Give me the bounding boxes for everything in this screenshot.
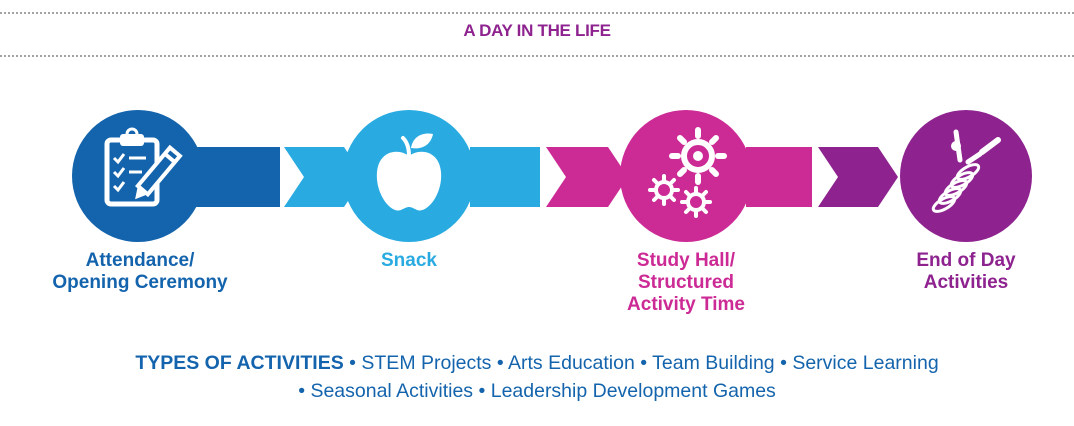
step-label-line: Attendance/ xyxy=(85,250,195,271)
top-dotted-rule xyxy=(0,12,1074,14)
activity-separator: • xyxy=(478,380,486,402)
step-circle-attendance xyxy=(72,110,204,242)
connector-3a xyxy=(746,147,812,207)
step-label-line: Activity Time xyxy=(627,294,745,315)
activity-separator: • xyxy=(298,380,306,402)
page-title: A DAY IN THE LIFE xyxy=(463,21,611,40)
activities-heading: TYPES OF ACTIVITIES xyxy=(135,352,344,374)
step-circle-snack xyxy=(343,110,475,242)
apple-icon xyxy=(376,133,442,211)
activity-item: Seasonal Activities xyxy=(310,380,474,402)
activities-line-2: • Seasonal Activities • Leadership Devel… xyxy=(0,377,1074,405)
step-label-line: Opening Ceremony xyxy=(52,272,228,293)
activity-item: Team Building xyxy=(652,352,775,374)
connector-2a xyxy=(470,147,540,207)
connector-3b xyxy=(818,147,898,207)
step-label-line: Structured xyxy=(637,272,735,293)
activity-separator: • xyxy=(349,352,356,374)
activity-item: Arts Education xyxy=(508,352,635,374)
activity-separator: • xyxy=(640,352,648,374)
activity-separator: • xyxy=(496,352,504,374)
spring-toy-icon xyxy=(931,129,1001,213)
activity-item: STEM Projects xyxy=(361,352,492,374)
step-label-end-of-day: End of Day Activities xyxy=(886,250,1046,294)
step-label-study-hall: Study Hall/ Structured Activity Time xyxy=(596,250,776,316)
step-label-line: Study Hall/ xyxy=(636,250,736,271)
step-circle-end-of-day xyxy=(900,110,1032,242)
activity-item: Leadership Development Games xyxy=(490,380,776,402)
step-label-line: Snack xyxy=(381,250,437,271)
step-label-line: End of Day xyxy=(916,250,1016,271)
step-label-attendance: Attendance/ Opening Ceremony xyxy=(34,250,246,294)
activity-item: Service Learning xyxy=(792,352,939,374)
connector-1a xyxy=(196,147,280,207)
gears-icon xyxy=(648,127,727,218)
activities-line-1: TYPES OF ACTIVITIES • STEM Projects • Ar… xyxy=(0,349,1074,377)
step-label-snack: Snack xyxy=(349,250,469,272)
bottom-dotted-rule xyxy=(0,55,1074,57)
activities-summary: TYPES OF ACTIVITIES • STEM Projects • Ar… xyxy=(0,349,1074,405)
step-circle-study-hall xyxy=(620,110,752,242)
activity-separator: • xyxy=(780,352,787,374)
clipboard-checklist-icon xyxy=(104,127,183,207)
step-label-line: Activities xyxy=(923,272,1009,293)
connector-2b xyxy=(546,147,628,207)
